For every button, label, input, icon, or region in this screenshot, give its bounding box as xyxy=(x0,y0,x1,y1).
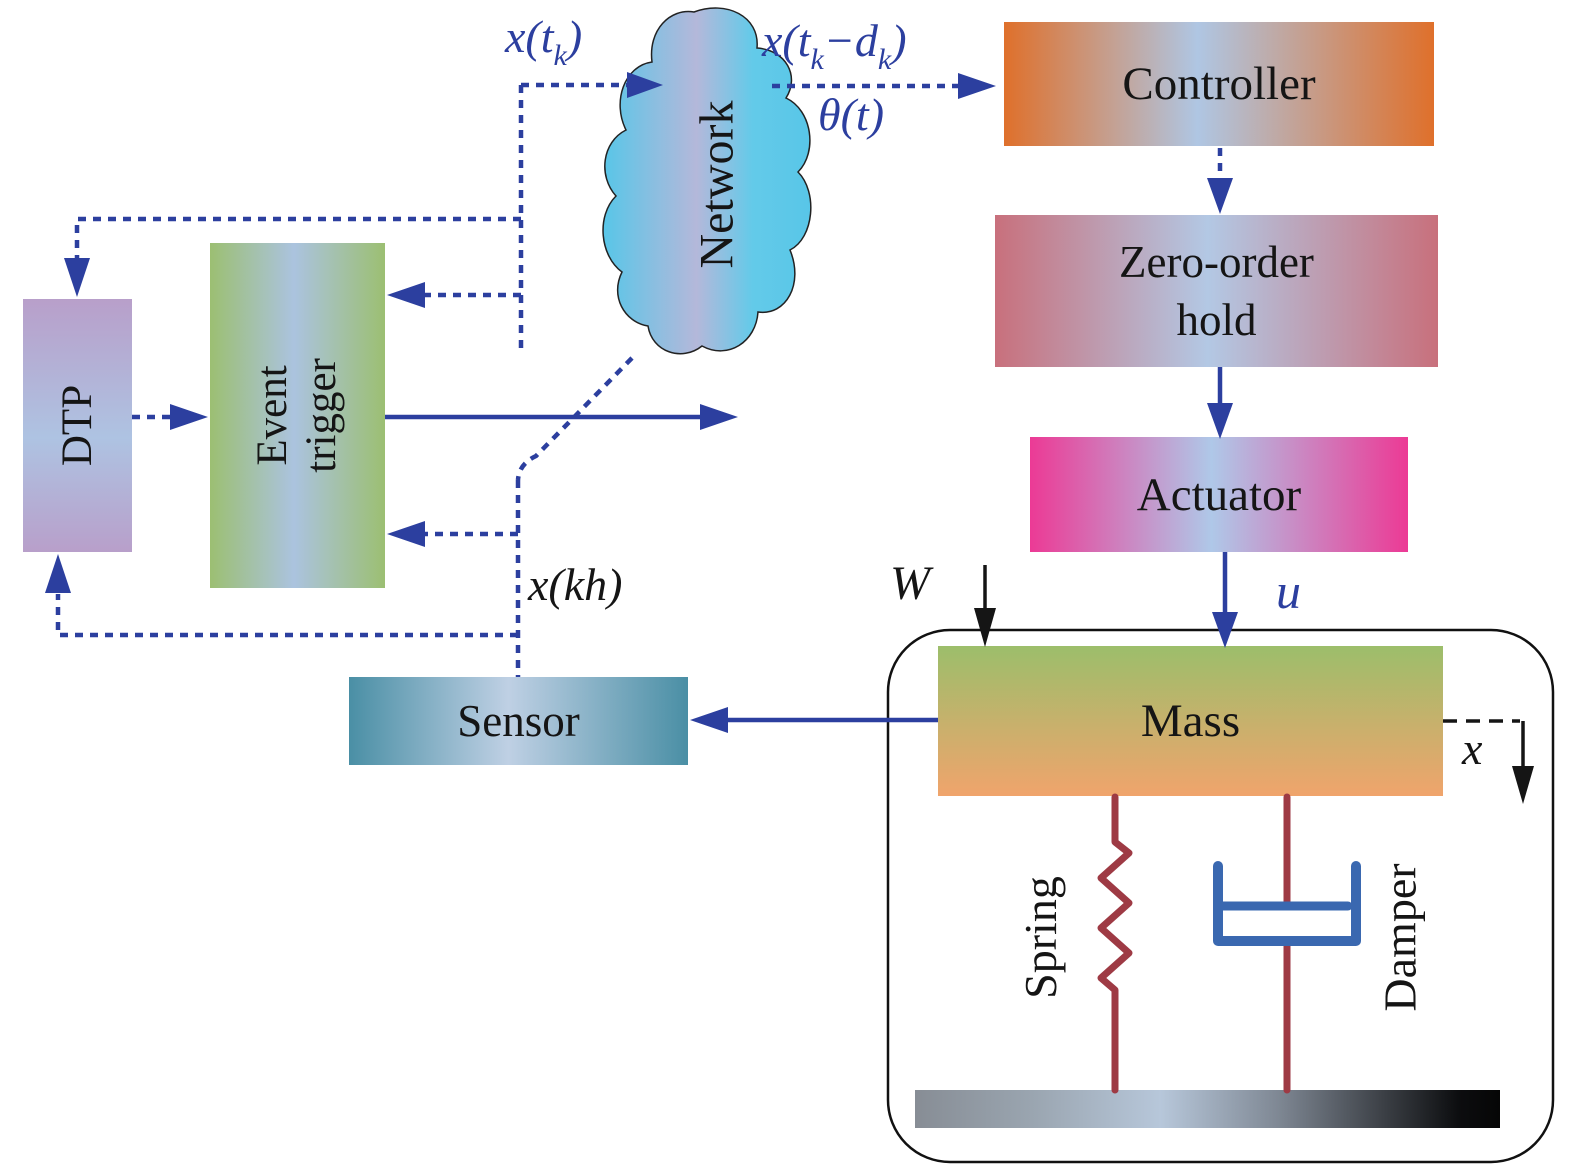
network-label: Network xyxy=(690,100,744,268)
sensor-block: Sensor xyxy=(349,677,688,765)
actuator-block: Actuator xyxy=(1030,437,1408,552)
spring-symbol xyxy=(1097,793,1133,1094)
arrowhead-into-actuator xyxy=(1207,403,1233,439)
ground-bar xyxy=(915,1090,1500,1128)
arrowhead-into-dtp-bottom xyxy=(45,554,71,593)
switch-moving-contact-line xyxy=(515,356,634,481)
arrowhead-event-trigger-output xyxy=(700,404,738,430)
mass-block: Mass xyxy=(938,646,1443,796)
label-u: u xyxy=(1276,563,1301,619)
x-arrowhead xyxy=(1512,766,1534,804)
mass-label: Mass xyxy=(1140,695,1241,747)
w-arrowhead xyxy=(974,608,996,647)
controller-block: Controller xyxy=(1004,22,1434,146)
event-trigger-block: Event trigger xyxy=(210,243,385,588)
label-x: x xyxy=(1462,723,1483,774)
actuator-label: Actuator xyxy=(1136,468,1302,521)
arrowhead-into-dtp-top xyxy=(64,258,90,297)
spring-label-box: Spring xyxy=(985,845,1095,1030)
spring-label: Spring xyxy=(1014,876,1066,999)
event-trigger-label: Event trigger xyxy=(249,358,346,473)
arrowhead-into-controller xyxy=(958,73,996,99)
feedback-dtp-bottom-line xyxy=(55,594,518,638)
damper-label: Damper xyxy=(1374,863,1426,1012)
sensor-label: Sensor xyxy=(457,696,580,746)
arrowhead-into-event-trigger-top xyxy=(387,282,425,308)
damper-label-box: Damper xyxy=(1342,830,1458,1045)
dtp-label: DTP xyxy=(53,384,101,467)
label-xtk: x(tk) xyxy=(505,11,583,72)
label-xkh: x(kh) xyxy=(528,559,623,610)
arrowhead-into-mass xyxy=(1212,612,1238,648)
zero-order-hold-block: Zero-order hold xyxy=(995,215,1438,367)
zero-order-hold-label: Zero-order hold xyxy=(1119,236,1314,346)
dtp-block: DTP xyxy=(23,299,132,552)
damper-cup xyxy=(1213,861,1361,946)
arrowhead-into-event-trigger-bottom xyxy=(387,521,425,547)
controller-label: Controller xyxy=(1122,58,1316,110)
label-xtk-dk: x(tk−dk) xyxy=(762,15,907,76)
label-w: W xyxy=(890,557,930,610)
arrowhead-dtp-to-event-trigger xyxy=(170,404,208,430)
label-theta: θ(t) xyxy=(818,89,885,140)
arrowhead-into-sensor xyxy=(690,707,728,733)
arrowhead-into-hold xyxy=(1207,178,1233,214)
